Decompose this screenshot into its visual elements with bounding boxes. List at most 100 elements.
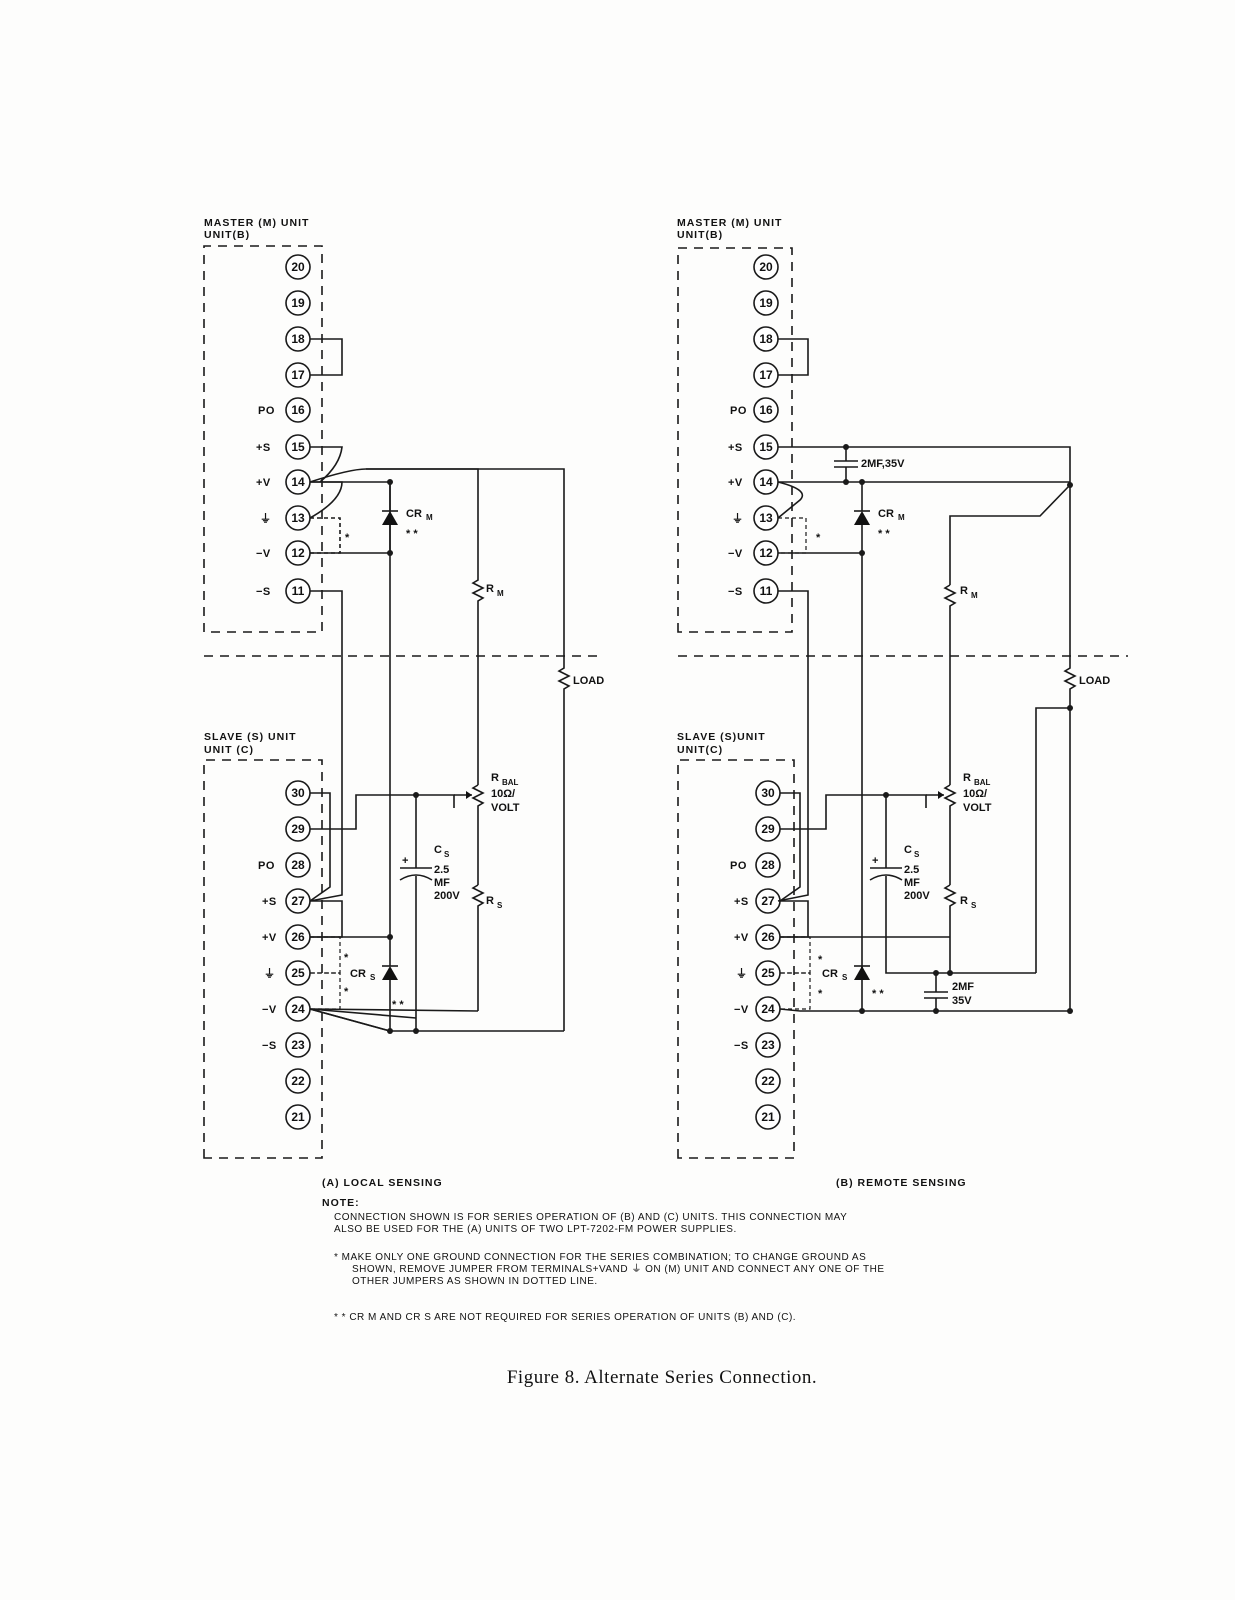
svg-text:15: 15 bbox=[759, 440, 773, 454]
svg-text:C: C bbox=[434, 844, 442, 856]
svg-text:R: R bbox=[486, 895, 494, 907]
svg-text:*: * bbox=[344, 986, 349, 998]
svg-text:11: 11 bbox=[292, 584, 305, 598]
svg-text:19: 19 bbox=[291, 296, 305, 310]
caption-b: (B) REMOTE SENSING bbox=[836, 1177, 967, 1189]
svg-text:−V: −V bbox=[256, 548, 271, 560]
note-line-3: * MAKE ONLY ONE GROUND CONNECTION FOR TH… bbox=[334, 1252, 866, 1263]
svg-text:18: 18 bbox=[759, 332, 773, 346]
svg-text:*: * bbox=[816, 532, 821, 544]
svg-text:PO: PO bbox=[730, 405, 747, 417]
svg-text:VOLT: VOLT bbox=[491, 802, 520, 814]
svg-text:*: * bbox=[344, 952, 349, 964]
captions: (A) LOCAL SENSING (B) REMOTE SENSING NOT… bbox=[322, 1177, 967, 1388]
svg-text:⏚: ⏚ bbox=[732, 512, 744, 525]
svg-text:−V: −V bbox=[262, 1004, 277, 1016]
svg-text:M: M bbox=[497, 589, 504, 598]
svg-text:+: + bbox=[402, 855, 408, 867]
svg-text:21: 21 bbox=[291, 1110, 305, 1124]
svg-text:17: 17 bbox=[291, 368, 305, 382]
svg-text:17: 17 bbox=[759, 368, 773, 382]
panel-local-sensing: MASTER (M) UNIT UNIT(B) SLAVE (S) UNIT U… bbox=[203, 217, 604, 1159]
note-line-4: SHOWN, REMOVE JUMPER FROM TERMINALS+VAND… bbox=[352, 1263, 885, 1275]
svg-text:S: S bbox=[842, 973, 848, 982]
svg-text:15: 15 bbox=[291, 440, 305, 454]
svg-text:⏚: ⏚ bbox=[736, 967, 748, 980]
svg-text:+: + bbox=[872, 855, 878, 867]
svg-text:LOAD: LOAD bbox=[1079, 675, 1110, 687]
slave-sub-a: UNIT (C) bbox=[204, 744, 254, 756]
svg-text:M: M bbox=[971, 591, 978, 600]
svg-text:R: R bbox=[960, 895, 968, 907]
svg-text:PO: PO bbox=[730, 860, 747, 872]
note-heading: NOTE: bbox=[322, 1197, 360, 1209]
svg-text:CR: CR bbox=[822, 968, 838, 980]
svg-text:21: 21 bbox=[761, 1110, 775, 1124]
svg-text:23: 23 bbox=[761, 1038, 775, 1052]
svg-text:+V: +V bbox=[734, 932, 749, 944]
svg-text:25: 25 bbox=[761, 966, 775, 980]
svg-text:* *: * * bbox=[392, 999, 404, 1011]
svg-text:*: * bbox=[345, 532, 350, 544]
svg-text:28: 28 bbox=[761, 858, 775, 872]
svg-text:R: R bbox=[486, 583, 494, 595]
svg-text:PO: PO bbox=[258, 405, 275, 417]
svg-text:VOLT: VOLT bbox=[963, 802, 992, 814]
master-sub-a: UNIT(B) bbox=[204, 229, 250, 241]
svg-text:+V: +V bbox=[728, 477, 743, 489]
svg-text:R: R bbox=[960, 585, 968, 597]
slave-unit-boundary-a bbox=[203, 759, 323, 1159]
master-title-b: MASTER (M) UNIT bbox=[677, 217, 782, 229]
svg-text:CR: CR bbox=[878, 508, 894, 520]
svg-text:BAL: BAL bbox=[974, 778, 991, 787]
svg-text:24: 24 bbox=[761, 1002, 775, 1016]
svg-text:13: 13 bbox=[759, 511, 773, 525]
master-terminals-a: 20 19 18 17 16 15 14 13 12 11 PO +S +V ⏚… bbox=[256, 254, 311, 604]
svg-text:2MF,35V: 2MF,35V bbox=[861, 458, 905, 470]
svg-text:−V: −V bbox=[734, 1004, 749, 1016]
svg-text:26: 26 bbox=[291, 930, 305, 944]
svg-text:2MF: 2MF bbox=[952, 981, 974, 993]
svg-text:+S: +S bbox=[262, 896, 277, 908]
svg-text:16: 16 bbox=[291, 403, 305, 417]
svg-text:27: 27 bbox=[761, 894, 775, 908]
svg-text:10Ω/: 10Ω/ bbox=[963, 788, 987, 800]
svg-text:S: S bbox=[444, 850, 450, 859]
svg-text:⏚: ⏚ bbox=[260, 512, 272, 525]
svg-text:200V: 200V bbox=[434, 890, 460, 902]
svg-text:18: 18 bbox=[291, 332, 305, 346]
master-title-a: MASTER (M) UNIT bbox=[204, 217, 309, 229]
svg-text:22: 22 bbox=[761, 1074, 775, 1088]
slave-title-b: SLAVE (S)UNIT bbox=[677, 731, 766, 743]
svg-text:⏚: ⏚ bbox=[264, 967, 276, 980]
master-unit-boundary-a bbox=[203, 245, 323, 633]
svg-text:30: 30 bbox=[761, 786, 775, 800]
svg-text:20: 20 bbox=[759, 260, 773, 274]
svg-text:CR: CR bbox=[350, 968, 366, 980]
svg-text:29: 29 bbox=[291, 822, 305, 836]
svg-text:−S: −S bbox=[256, 586, 271, 598]
svg-text:16: 16 bbox=[759, 403, 773, 417]
svg-text:30: 30 bbox=[291, 786, 305, 800]
caption-a: (A) LOCAL SENSING bbox=[322, 1177, 443, 1189]
svg-text:12: 12 bbox=[291, 546, 305, 560]
svg-text:−S: −S bbox=[734, 1040, 749, 1052]
note-line-2: ALSO BE USED FOR THE (A) UNITS OF TWO LP… bbox=[334, 1224, 737, 1235]
wiring-b: 2MF,35V * CR M * * R M LO bbox=[777, 338, 1110, 1014]
slave-terminals-a: 30 29 28 27 26 25 24 23 22 21 PO +S +V ⏚… bbox=[258, 780, 311, 1130]
svg-text:+S: +S bbox=[728, 442, 743, 454]
svg-text:12: 12 bbox=[759, 546, 773, 560]
svg-text:C: C bbox=[904, 844, 912, 856]
svg-text:14: 14 bbox=[759, 475, 773, 489]
svg-text:M: M bbox=[898, 513, 905, 522]
master-sub-b: UNIT(B) bbox=[677, 229, 723, 241]
svg-text:−S: −S bbox=[728, 586, 743, 598]
svg-text:S: S bbox=[914, 850, 920, 859]
svg-text:+V: +V bbox=[262, 932, 277, 944]
svg-text:19: 19 bbox=[759, 296, 773, 310]
svg-text:CR: CR bbox=[406, 508, 422, 520]
svg-text:*: * bbox=[818, 988, 823, 1000]
svg-text:200V: 200V bbox=[904, 890, 930, 902]
svg-text:2.5: 2.5 bbox=[434, 864, 449, 876]
